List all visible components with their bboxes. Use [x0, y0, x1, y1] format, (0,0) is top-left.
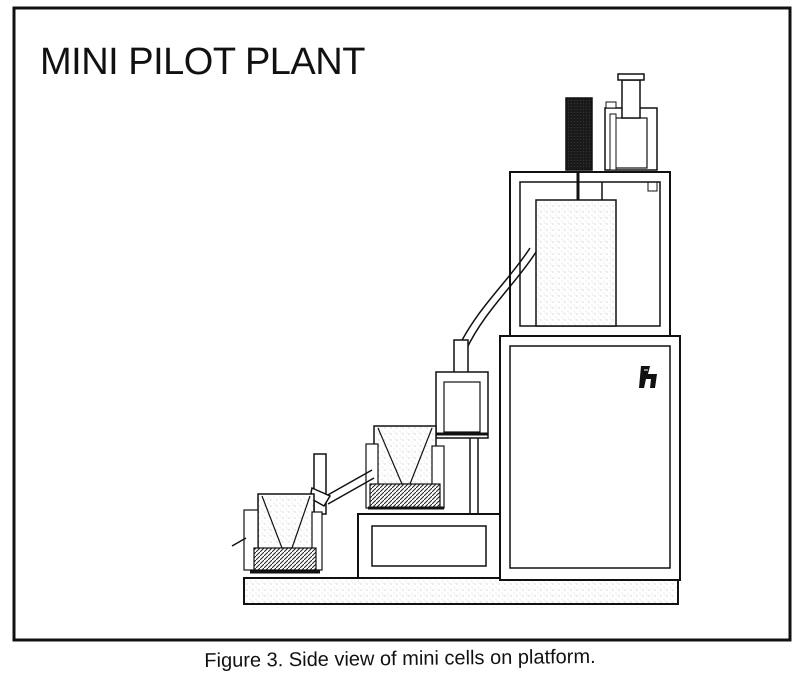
control-cabinet: [499, 335, 681, 581]
middle-cell: [365, 425, 445, 510]
platform-base: [243, 577, 679, 605]
middle-pump: [435, 339, 489, 439]
logo-mark-icon: [639, 366, 657, 388]
figure-title: MINI PILOT PLANT: [40, 41, 365, 83]
feed-pipe-upper: [465, 251, 537, 351]
figure-border: [12, 6, 792, 642]
upper-tank: [535, 199, 617, 327]
transfer-pipe: [325, 469, 373, 497]
middle-step: [357, 513, 501, 579]
left-cell: [231, 493, 323, 574]
motor-unit: [565, 97, 593, 171]
top-pump: [604, 73, 658, 171]
